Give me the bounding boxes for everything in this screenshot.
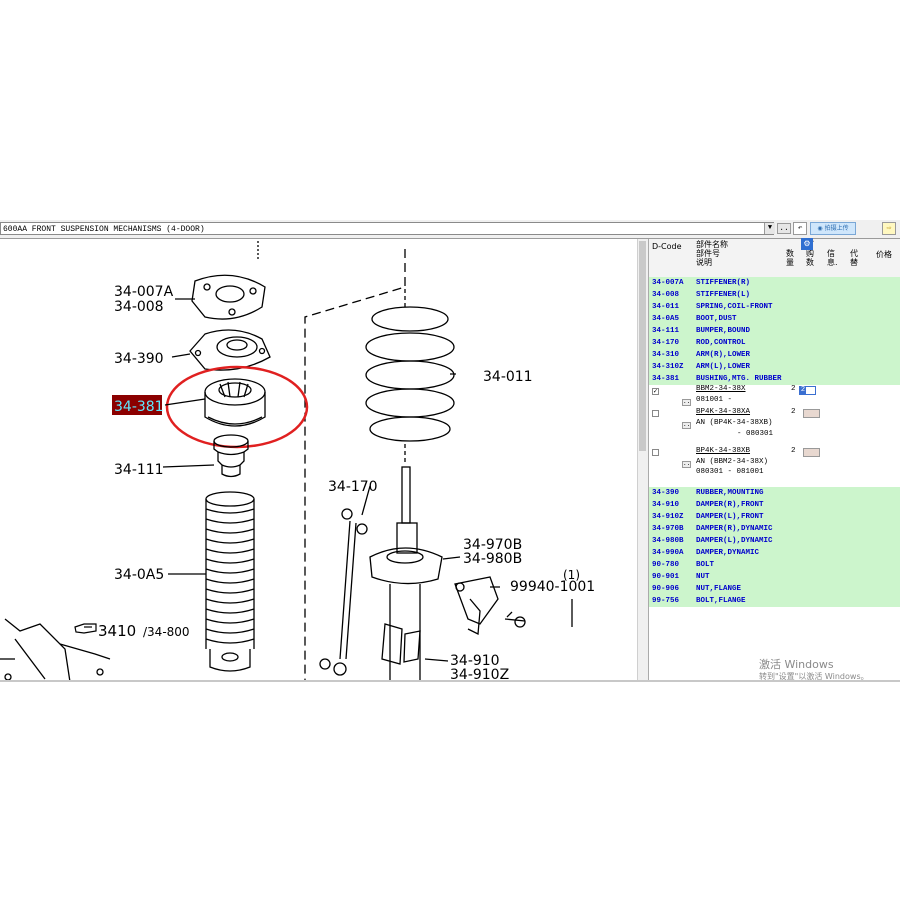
parts-list-panel: D-Code 部件名称 部件号 说明 数量 订购数 信息. 代替 价格 ⚙ 34… [648,238,900,682]
back-icon[interactable]: ↶ [793,222,807,235]
callout-34-007A[interactable]: 34-007A [114,284,174,300]
window-bottom-edge [0,680,900,682]
parts-catalog-window: 600AA FRONT SUSPENSION MECHANISMS (4-DOO… [0,220,900,682]
variant-checkbox[interactable] [652,410,659,417]
variant-checkbox[interactable]: ✓ [652,388,659,396]
bound-bumper-part[interactable] [213,434,249,478]
control-rod-part[interactable] [319,508,368,676]
header-dcode[interactable]: D-Code [652,242,682,251]
order-qty-input[interactable] [803,409,820,418]
upload-label: 拍摄上传 [824,225,849,232]
callout-99940-1001[interactable]: 99940-1001 [510,579,595,595]
callout-34-170[interactable]: 34-170 [328,479,378,495]
callout-quantity: (1) [563,568,580,582]
variant-part-number[interactable]: BP4K-34-38XA [696,408,751,416]
activation-watermark-text: 转到"设置"以激活 Windows。 [759,672,869,681]
stiffener-plate-part[interactable] [191,274,266,320]
camera-icon: ◉ [817,225,823,232]
variant-more-button[interactable]: .. [682,398,691,406]
more-options-button[interactable]: .. [777,223,791,234]
callout-3410[interactable]: 3410 [98,622,136,640]
forward-arrow-icon[interactable]: ⇨ [882,222,896,235]
order-qty-input[interactable] [803,448,820,457]
callout-34-910Z[interactable]: 34-910Z [450,667,509,682]
callout-34-111[interactable]: 34-111 [114,462,164,478]
variant-part-number[interactable]: BP4K-34-38XB [696,447,751,455]
variant-qty: 2 [791,385,796,393]
lower-arm-part[interactable] [0,618,111,682]
variant-more-button[interactable]: .. [682,460,691,468]
variant-note: AN (BBM2-34-38X) [696,458,769,466]
variant-part-number[interactable]: BBM2-34-38X [696,385,746,393]
callout-34-390[interactable]: 34-390 [114,351,164,367]
header-part-name[interactable]: 部件名称 部件号 说明 [696,240,728,267]
variant-more-button[interactable]: .. [682,421,691,429]
diagram-vertical-scrollbar[interactable] [637,239,648,682]
header-qty[interactable]: 数量 [786,249,794,267]
variant-date-range: - 080301 [737,430,774,438]
front-damper-part[interactable] [369,466,443,682]
pointing-hand-icon [74,623,97,634]
header-info[interactable]: 信息. [827,249,838,267]
activation-watermark-title: 激活 Windows [759,658,834,671]
callout-34-980B[interactable]: 34-980B [463,551,522,567]
diagram-title-field[interactable]: 600AA FRONT SUSPENSION MECHANISMS (4-DOO… [0,222,774,235]
callout-34-381[interactable]: 34-381 [114,399,164,415]
callout-34-0A5[interactable]: 34-0A5 [114,567,164,583]
variant-note: 081001 - [696,396,733,404]
dashed-boundary [304,249,406,682]
suspension-diagram-svg: 34-007A 34-008 34-390 34-381 34-111 34-0… [0,241,595,682]
callout-34-800[interactable]: /34-800 [143,625,190,639]
parts-table-header: D-Code 部件名称 部件号 说明 数量 订购数 信息. 代替 价格 ⚙ [649,238,900,278]
header-replace[interactable]: 代替 [850,249,858,267]
callout-34-008[interactable]: 34-008 [114,299,164,315]
mounting-bushing-part[interactable] [204,378,266,427]
coil-spring-part[interactable] [365,289,455,464]
variant-note: AN (BP4K-34-38XB) [696,419,773,427]
photo-upload-button[interactable]: ◉ 拍摄上传 [810,222,856,235]
callout-34-970B[interactable]: 34-970B [463,537,522,553]
selected-label-box [112,395,162,415]
variant-date-range: 080301 - 081001 [696,468,764,476]
dust-boot-part[interactable] [205,491,255,672]
toolbar: 600AA FRONT SUSPENSION MECHANISMS (4-DOO… [0,220,900,239]
callout-34-011[interactable]: 34-011 [483,369,533,385]
variant-qty: 2 [791,447,796,455]
exploded-diagram[interactable]: 34-007A 34-008 34-390 34-381 34-111 34-0… [0,239,645,682]
scrollbar-thumb[interactable] [639,241,646,451]
callout-34-910[interactable]: 34-910 [450,653,500,669]
variant-checkbox[interactable] [652,449,659,456]
dynamic-damper-part[interactable] [454,576,526,636]
rubber-mounting-part[interactable] [189,329,271,371]
order-qty-input[interactable]: 2 [799,386,816,395]
variant-qty: 2 [791,408,796,416]
title-dropdown-button[interactable]: ▼ [764,223,775,234]
header-price[interactable]: 价格 [876,250,892,259]
settings-gear-icon[interactable]: ⚙ [801,238,813,250]
